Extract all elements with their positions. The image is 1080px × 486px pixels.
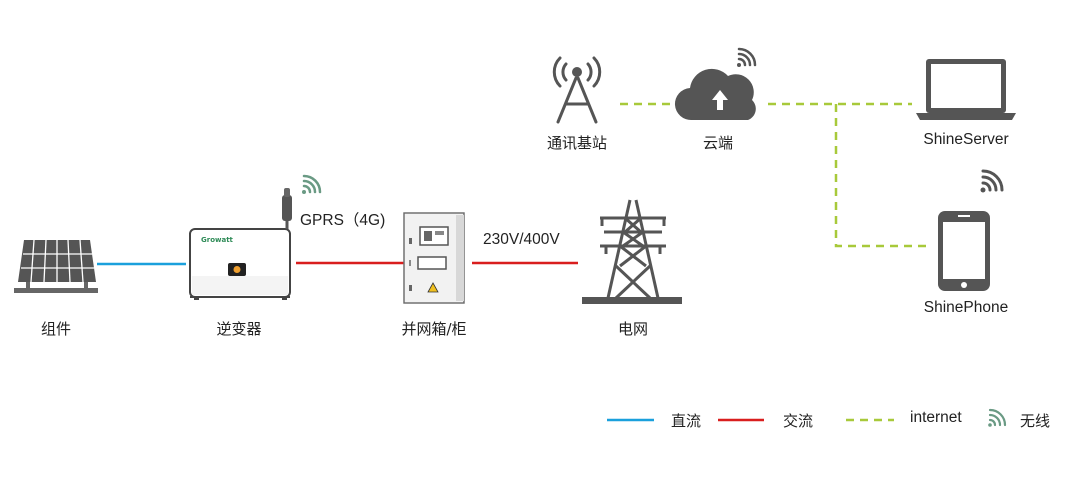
- legend-dc-label: 直流: [671, 412, 702, 430]
- combiner-box-label: 并网箱/柜: [401, 320, 467, 338]
- phone-icon: [938, 211, 990, 291]
- wireless-icon: [980, 169, 1004, 193]
- inverter-icon: [189, 228, 291, 300]
- grid-label: 电网: [617, 320, 649, 338]
- voltage-label: 230V/400V: [483, 231, 560, 248]
- laptop-icon: [916, 59, 1016, 120]
- inverter-brand: Growatt: [201, 236, 233, 244]
- gprs-label: GPRS（4G): [300, 212, 386, 229]
- inverter-label: 逆变器: [216, 320, 262, 338]
- legend-wireless-icon: [988, 408, 1007, 427]
- power-tower-icon: [600, 199, 666, 300]
- legend-wireless-label: 无线: [1020, 412, 1051, 430]
- base-station-label: 通讯基站: [546, 134, 608, 152]
- wireless-icon: [302, 174, 322, 194]
- base-station-icon: [552, 56, 602, 124]
- wireless-icon: [737, 47, 757, 67]
- server-label: ShineServer: [923, 131, 1009, 148]
- gprs-antenna-icon: [282, 188, 292, 229]
- ground-line: [582, 297, 682, 304]
- phone-label: ShinePhone: [923, 299, 1009, 316]
- internet-lines: [620, 102, 928, 248]
- cloud-icon: [674, 68, 756, 121]
- legend-ac-label: 交流: [783, 412, 814, 430]
- solar-panel-icon: [14, 239, 98, 293]
- legend-internet-label: internet: [910, 409, 962, 426]
- combiner-box-icon: [403, 212, 465, 304]
- cloud-label: 云端: [702, 134, 734, 152]
- panels-label: 组件: [40, 320, 72, 338]
